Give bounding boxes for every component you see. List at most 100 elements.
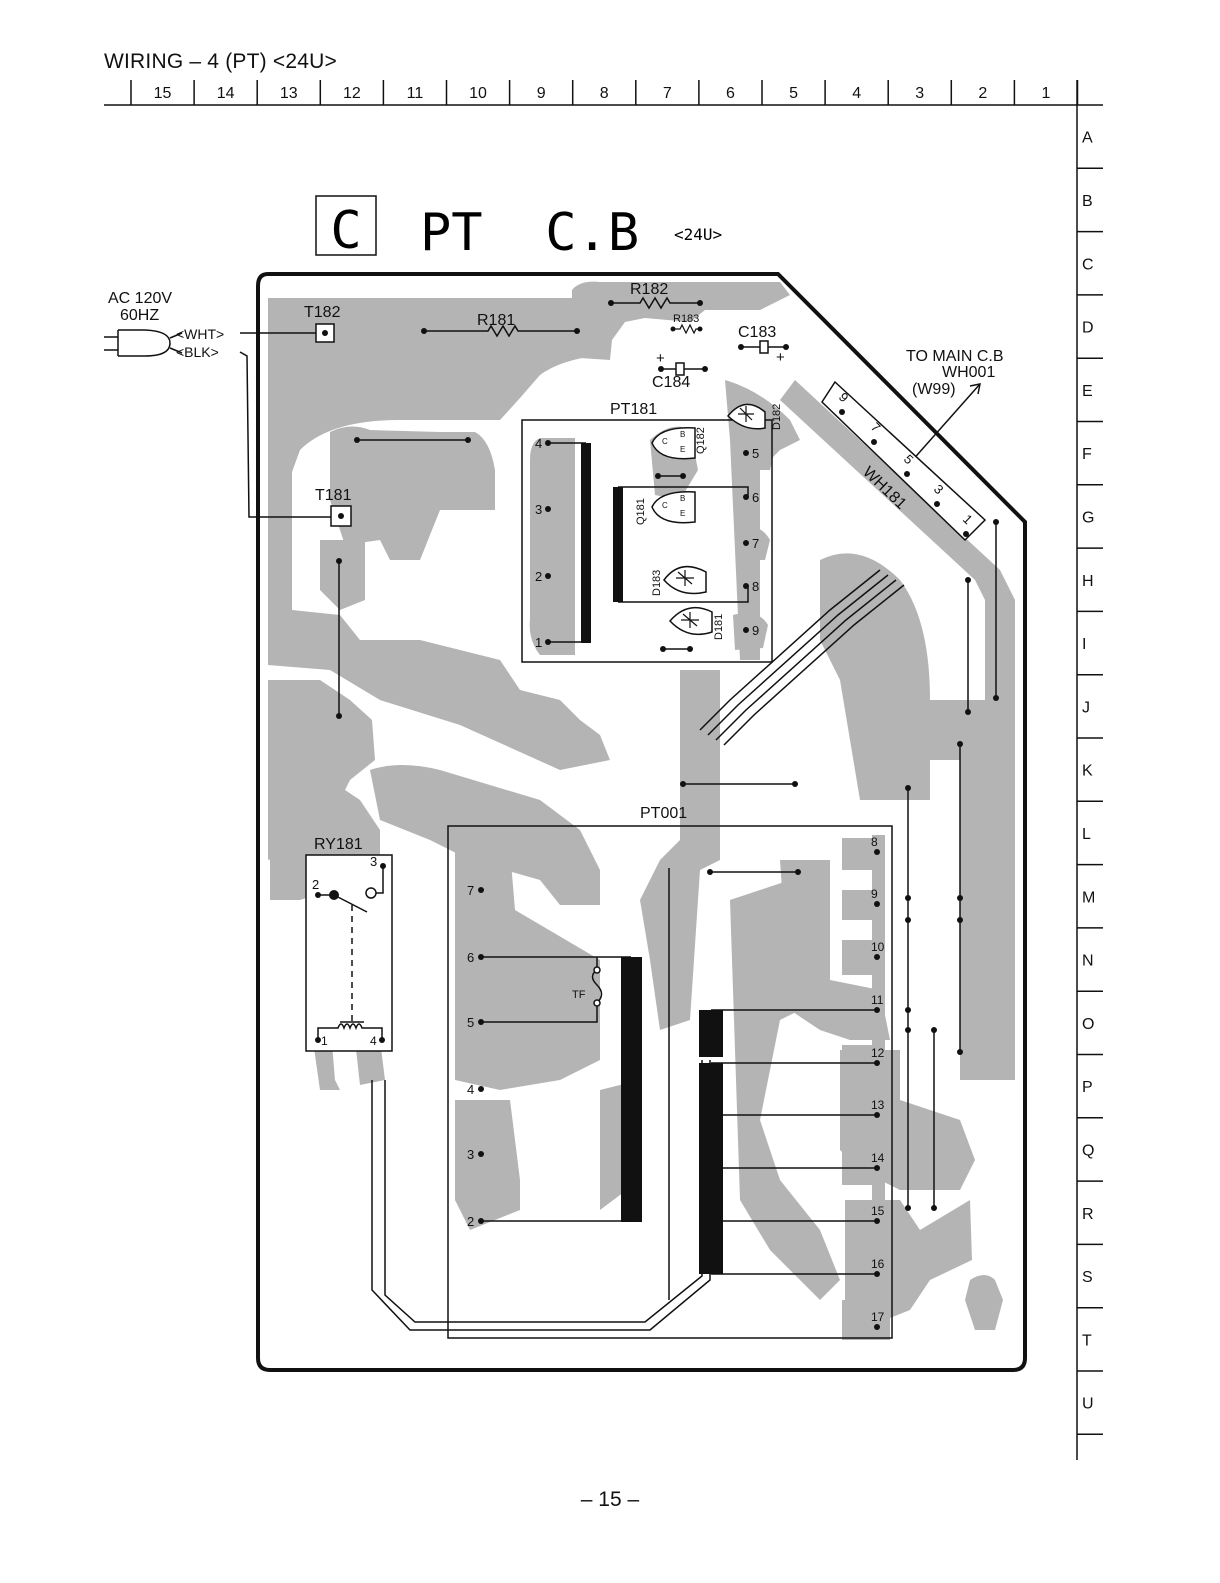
c183-label: C183 (738, 324, 776, 341)
pt001-wiring (481, 956, 877, 1275)
pt181-primary-core (581, 443, 591, 643)
grid-row-label: J (1082, 699, 1090, 716)
pt181-pin-label: 5 (752, 446, 759, 461)
ry181-contact-pivot (329, 890, 339, 900)
connector-note-line2: WH001 (942, 364, 995, 381)
ry181-pin: 2 (312, 877, 319, 892)
grid-row-label: D (1082, 320, 1094, 337)
grid-row-label: O (1082, 1016, 1094, 1033)
grid-row-label: M (1082, 889, 1095, 906)
pt001-pin-label: 14 (871, 1151, 885, 1165)
ac-wires (239, 332, 334, 518)
ry181-pin: 4 (370, 1034, 377, 1048)
grid-column-label: 14 (217, 85, 235, 102)
pt181-pin-label: 7 (752, 536, 759, 551)
connector-arrow-icon (909, 383, 981, 464)
ry181-label: RY181 (314, 836, 363, 853)
pt001-pin-dot (478, 954, 484, 960)
pt181-pin-label: 2 (535, 569, 542, 584)
grid-row-label: B (1082, 193, 1093, 210)
pt001-pin-dot (874, 901, 880, 907)
wh181-pin-dot (839, 409, 845, 415)
pt181-pin-label: 8 (752, 579, 759, 594)
pt001-pin-label: 6 (467, 950, 474, 965)
svg-text:C: C (662, 501, 668, 510)
ac-label: AC 120V (108, 290, 172, 307)
pt001-pin-dot (874, 1271, 880, 1277)
connector-note-line1: TO MAIN C.B (906, 348, 1004, 365)
column-ticks (130, 80, 1079, 105)
pt181-pin-label: 4 (535, 436, 542, 451)
pt181-pin-dot (743, 583, 749, 589)
pt181-pin-dot (743, 450, 749, 456)
c184-plus: + (656, 350, 665, 367)
pt001-label: PT001 (640, 805, 687, 822)
grid-column-label: 13 (280, 85, 298, 102)
svg-text:E: E (680, 509, 685, 518)
grid-row-label: L (1082, 826, 1091, 843)
grid-row-label: F (1082, 446, 1092, 463)
svg-text:B: B (680, 430, 685, 439)
svg-text:B: B (680, 494, 685, 503)
pt001-pin-dot (874, 1007, 880, 1013)
pt181-pin-label: 9 (752, 623, 759, 638)
board-name: PT C.B (420, 203, 639, 263)
ry181-coil-icon (317, 1021, 383, 1038)
c184-label: C184 (652, 374, 690, 391)
r181-label: R181 (477, 312, 515, 329)
pt181-label: PT181 (610, 401, 657, 418)
d183-label: D183 (651, 570, 663, 596)
pt181-pin-dot (545, 639, 551, 645)
pt001-primary-core (621, 957, 642, 1222)
wire-white-label: <WHT> (176, 326, 224, 342)
pt181-pin-dot (743, 494, 749, 500)
t181-label: T181 (315, 487, 352, 504)
pt001-pin-label: 16 (871, 1257, 885, 1271)
pt181-wiring (548, 442, 749, 643)
pt001-pin-dot (874, 1060, 880, 1066)
d182-label: D182 (771, 404, 783, 430)
pt001-pin-dot (874, 1112, 880, 1118)
d183-diode (663, 565, 707, 595)
grid-column-label: 11 (407, 85, 424, 102)
grid-row-label: N (1082, 953, 1094, 970)
page-number: – 15 – (580, 1488, 640, 1511)
grid-column-label: 5 (789, 85, 798, 102)
wh181-pin-dot (963, 531, 969, 537)
pt001-pin-label: 12 (871, 1046, 885, 1060)
d181-label: D181 (713, 614, 725, 640)
pt001-pin-dot (478, 1151, 484, 1157)
pt001-pin-label: 11 (871, 993, 884, 1007)
wh181-pin-dot (904, 471, 910, 477)
grid-row-label: R (1082, 1206, 1094, 1223)
svg-text:C: C (662, 437, 668, 446)
ac-freq-label: 60HZ (120, 307, 159, 324)
pt001-pin-label: 10 (871, 940, 885, 954)
copper-traces (268, 281, 1015, 1340)
q182-label: Q182 (695, 427, 707, 454)
grid-column-label: 15 (154, 85, 172, 102)
pt181-pin-dot (545, 440, 551, 446)
pt001-pin-dot (478, 887, 484, 893)
pt001-pin-label: 5 (467, 1015, 474, 1030)
board-variant: <24U> (674, 225, 722, 244)
grid-column-label: 4 (852, 85, 861, 102)
ac-plug-icon (104, 329, 183, 357)
pt001-pin-dot (478, 1086, 484, 1092)
pt001-pin-dot (874, 954, 880, 960)
grid-column-label: 12 (343, 85, 361, 102)
jumper-wires (338, 439, 997, 1208)
grid-column-label: 6 (726, 85, 735, 102)
pt001-pin-dot (874, 849, 880, 855)
pt181-pin-label: 6 (752, 490, 759, 505)
board-badge-box (315, 195, 377, 256)
pt181-pin-label: 3 (535, 502, 542, 517)
grid-row-label: I (1082, 636, 1086, 653)
r183-label: R183 (673, 313, 699, 325)
pt001-pin-label: 2 (467, 1214, 474, 1229)
pt181-pin-dot (743, 627, 749, 633)
grid-row-label: H (1082, 573, 1094, 590)
grid-row-label: P (1082, 1079, 1093, 1096)
